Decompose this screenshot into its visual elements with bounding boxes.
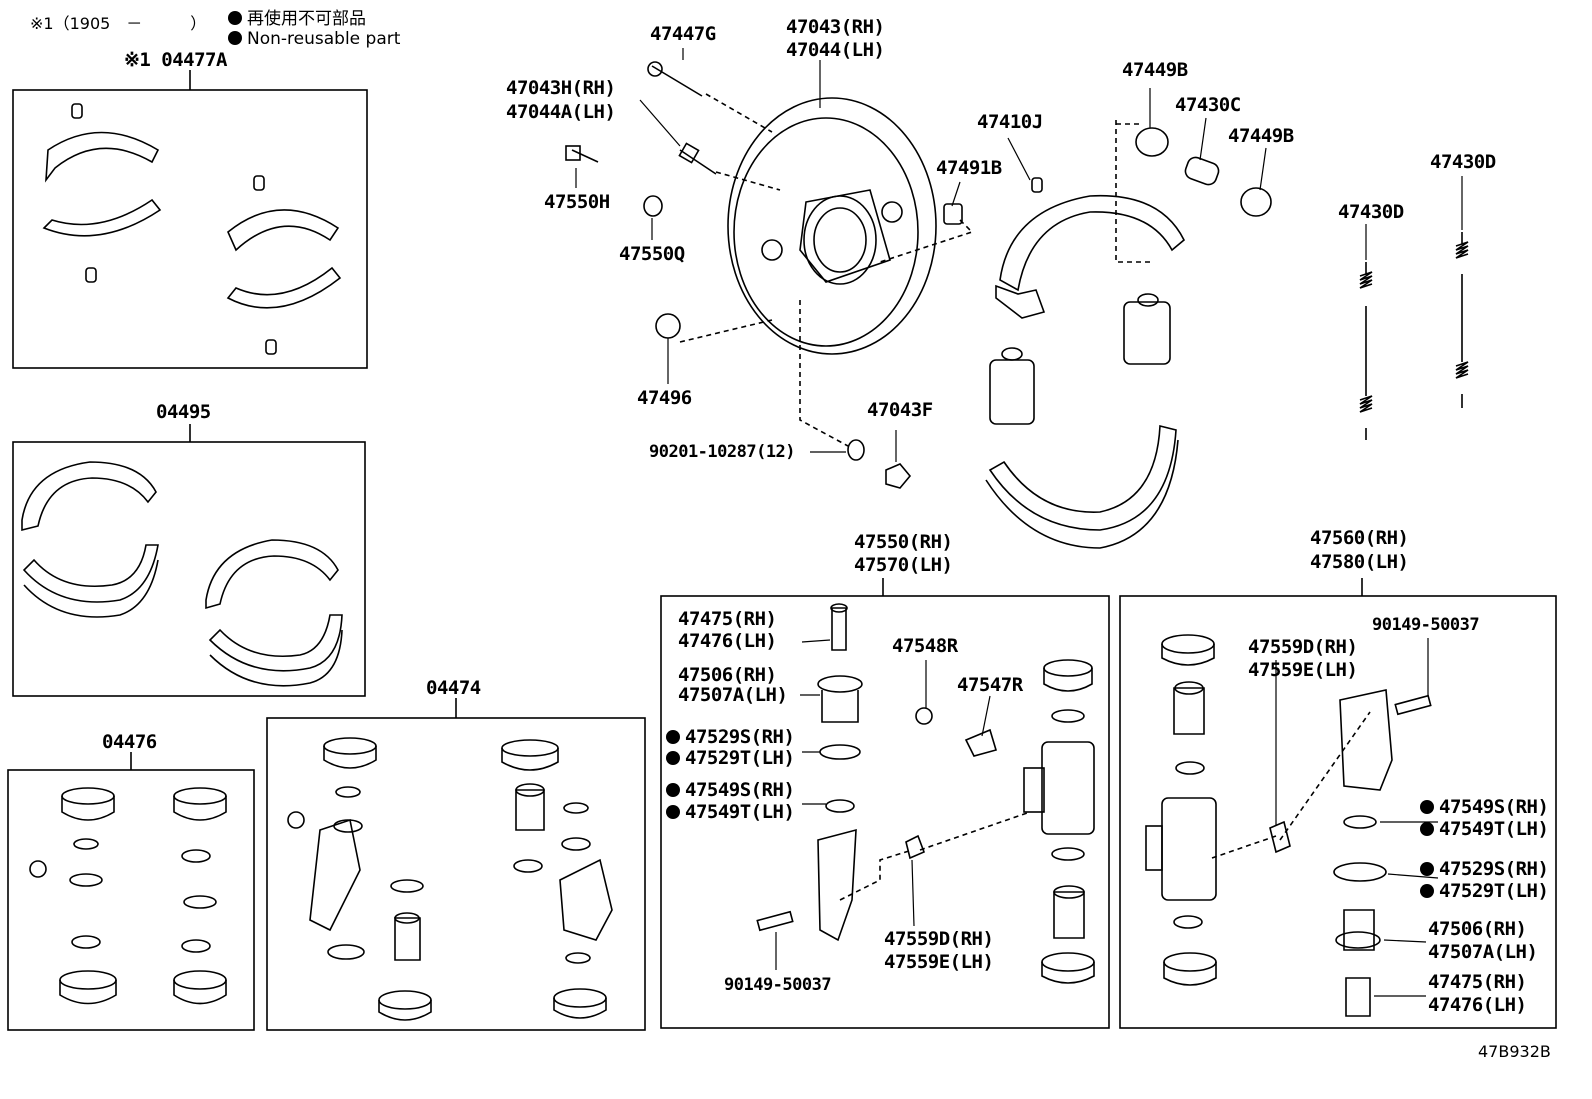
part-label: 47044A(LH)	[506, 101, 616, 123]
part-label: 47550Q	[619, 243, 685, 265]
non-reusable-bullet-icon	[666, 751, 680, 765]
lining-set-04477A	[42, 103, 342, 355]
legend-ja-text: 再使用不可部品	[247, 9, 366, 29]
assembly-label: 47580(LH)	[1310, 551, 1409, 573]
part-label: 47447G	[650, 23, 716, 45]
non-reusable-bullet-icon	[666, 783, 680, 797]
kit-box-04476	[7, 769, 255, 1031]
kit-box-04495	[12, 441, 366, 697]
part-label: 47043(RH)	[786, 16, 885, 38]
part-label: 47559E(LH)	[1248, 659, 1358, 681]
kit-box-04477A	[12, 89, 368, 369]
non-reusable-bullet-icon	[228, 11, 242, 25]
part-label: 47559D(RH)	[884, 928, 994, 950]
part-label: 47475(RH)	[678, 608, 777, 630]
part-label: 90149-50037	[1372, 615, 1480, 635]
wheel-cylinder-47560-parts	[1145, 634, 1432, 1017]
part-label: 47506(RH)	[1428, 918, 1527, 940]
kit-label-04474: 04474	[426, 677, 481, 699]
part-label: 47430D	[1338, 201, 1404, 223]
non-reusable-bullet-icon	[1420, 862, 1434, 876]
main-brake-shoes	[985, 194, 1185, 549]
non-reusable-bullet-icon	[1420, 822, 1434, 836]
part-label: 47449B	[1122, 59, 1188, 81]
part-label: 47476(LH)	[1428, 994, 1527, 1016]
legend-bullet-ja: 再使用不可部品	[228, 4, 366, 29]
wheel-cylinder-upper	[989, 293, 1171, 425]
kit-box-04474	[266, 717, 646, 1031]
part-label: 47476(LH)	[678, 630, 777, 652]
non-reusable-bullet-icon	[1420, 884, 1434, 898]
non-reusable-bullet-icon	[1420, 800, 1434, 814]
part-label: 47547R	[957, 674, 1023, 696]
part-label: 47496	[637, 387, 692, 409]
part-label: 47529T(LH)	[666, 747, 795, 769]
legend-bullet-en: Non-reusable part	[228, 29, 400, 49]
wheel-cylinder-47550-parts	[756, 603, 1095, 984]
part-number: 47549S(RH)	[1439, 796, 1549, 818]
part-label: 47549S(RH)	[1420, 796, 1549, 818]
part-label: 47430D	[1430, 151, 1496, 173]
part-label: 47043F	[867, 399, 933, 421]
part-label: 47559E(LH)	[884, 951, 994, 973]
figure-code: 47B932B	[1478, 1042, 1551, 1061]
part-label: 47507A(LH)	[678, 684, 788, 706]
part-label: 47529S(RH)	[666, 726, 795, 748]
non-reusable-bullet-icon	[666, 730, 680, 744]
label-leader-lines	[575, 48, 1463, 997]
backing-plate	[727, 97, 937, 355]
assembly-label: 47570(LH)	[854, 554, 953, 576]
part-label: 47529T(LH)	[1420, 880, 1549, 902]
part-label: 47506(RH)	[678, 664, 777, 686]
non-reusable-bullet-icon	[666, 805, 680, 819]
part-label: 47549T(LH)	[1420, 818, 1549, 840]
part-label: 47559D(RH)	[1248, 636, 1358, 658]
part-label: 47449B	[1228, 125, 1294, 147]
part-label: 47475(RH)	[1428, 971, 1527, 993]
part-label: 90201-10287(12)	[649, 442, 796, 462]
part-label: 47410J	[977, 111, 1043, 133]
part-number: 47529S(RH)	[1439, 858, 1549, 880]
part-label: 47044(LH)	[786, 39, 885, 61]
part-number: 47529T(LH)	[1439, 880, 1549, 902]
kit-box-47550	[660, 595, 1110, 1029]
part-label: 47529S(RH)	[1420, 858, 1549, 880]
part-label: 47550H	[544, 191, 610, 213]
assembly-label: 47560(RH)	[1310, 527, 1409, 549]
part-number: 47529T(LH)	[685, 747, 795, 769]
kit-box-47560	[1119, 595, 1557, 1029]
part-label: 90149-50037	[724, 975, 832, 995]
part-label: 47507A(LH)	[1428, 941, 1538, 963]
part-label: 47548R	[892, 635, 958, 657]
part-label: 47430C	[1175, 94, 1241, 116]
dashed-leaders	[679, 93, 1371, 901]
part-number: 47549S(RH)	[685, 779, 795, 801]
upper-small-parts	[565, 61, 1272, 489]
shoe-set-04495	[21, 461, 343, 687]
part-label: 47043H(RH)	[506, 77, 616, 99]
assembly-label: 47550(RH)	[854, 531, 953, 553]
part-number: 47549T(LH)	[1439, 818, 1549, 840]
non-reusable-bullet-icon	[228, 31, 242, 45]
return-springs	[1359, 232, 1469, 440]
cylinder-kit-04474	[287, 737, 613, 1021]
kit-label-04495: 04495	[156, 401, 211, 423]
legend-en-text: Non-reusable part	[247, 29, 401, 49]
part-number: 47529S(RH)	[685, 726, 795, 748]
legend-note: ※1（1905 － ）	[30, 14, 207, 33]
part-label: 47549S(RH)	[666, 779, 795, 801]
part-number: 47549T(LH)	[685, 801, 795, 823]
kit-label-04477A: ※1 04477A	[124, 49, 227, 71]
seal-set-04476	[29, 787, 227, 1005]
part-label: 47549T(LH)	[666, 801, 795, 823]
part-label: 47491B	[936, 157, 1002, 179]
kit-label-04476: 04476	[102, 731, 157, 753]
